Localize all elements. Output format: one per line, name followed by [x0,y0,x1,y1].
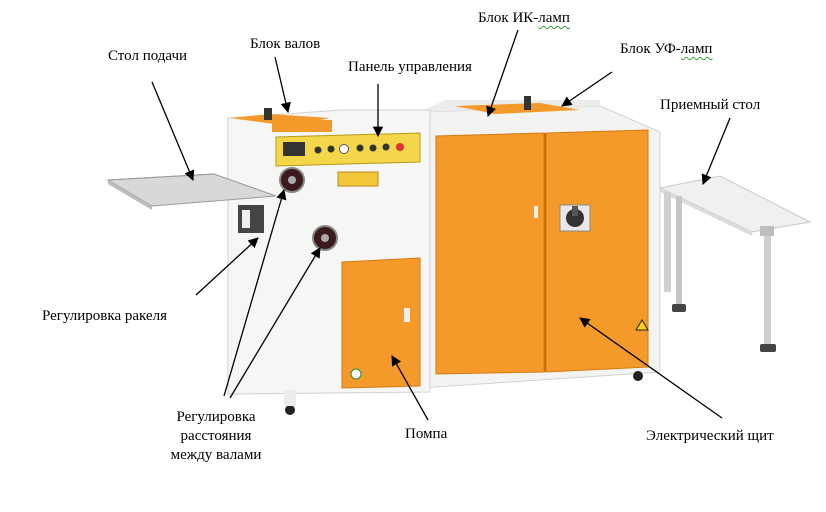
label-gap-line1: Регулировка [176,409,256,425]
label-pump: Помпа [405,426,448,442]
arrow-feed-table [151,81,195,181]
label-uv-lamps: Блок УФ-ламп [620,40,712,58]
label-gap-line2: расстояния [180,428,252,444]
label-ir-lamps-suffix: ламп [538,10,570,26]
arrow-pump [391,355,429,421]
arrow-gap-2 [229,247,321,399]
label-gap-line3: между валами [170,447,262,463]
arrow-receiving-table [701,117,731,185]
label-ir-lamps: Блок ИК-ламп [478,9,570,27]
feed-table-graphic [106,173,277,210]
arrow-gap-1 [223,189,287,397]
label-uv-lamps-suffix: ламп [680,41,713,57]
arrow-roller-block [274,56,291,114]
label-feed-table: Стол подачи [108,48,188,64]
label-doctor-blade: Регулировка ракеля [42,308,167,324]
leader-arrows [151,29,731,421]
receiving-table-graphic [658,175,812,352]
arrow-doctor-blade [195,237,259,296]
arrow-electrical [579,317,723,419]
label-receiving-table: Приемный стол [660,97,761,113]
left-unit-graphic [227,108,431,415]
label-electrical-cabinet: Электрический щит [646,428,774,444]
arrow-ir-lamps [486,29,519,117]
label-uv-lamps-prefix: Блок УФ- [620,41,681,57]
arrow-uv-lamps [561,71,613,107]
label-ir-lamps-prefix: Блок ИК- [478,10,539,26]
label-roller-block: Блок валов [250,36,321,52]
label-control-panel: Панель управления [348,59,472,75]
right-cabinet-graphic [419,96,661,389]
